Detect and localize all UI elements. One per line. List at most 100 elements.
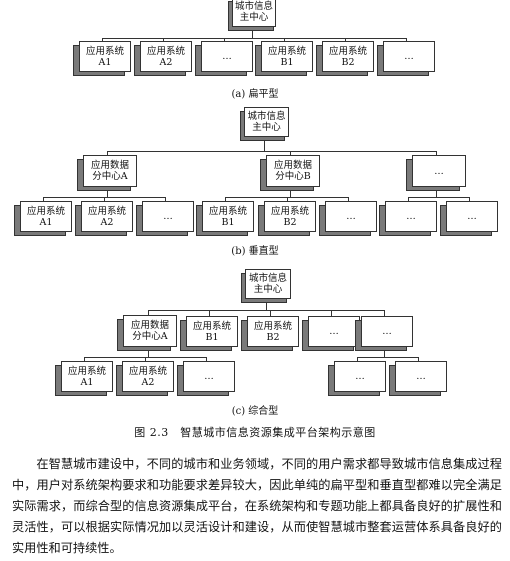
caption-hybrid: (c) 综合型	[231, 406, 279, 417]
caption-flat: (a) 扁平型	[231, 89, 279, 100]
vertical-mid-b: 应用数据 分中心B	[260, 153, 320, 191]
connector	[408, 197, 409, 204]
flat-child-ellipsis-2: …	[377, 38, 435, 76]
connector	[436, 191, 437, 198]
node-label: …	[325, 201, 377, 232]
figure-title: 图 2.3 智慧城市信息资源集成平台架构示意图	[134, 426, 376, 439]
node-label: 应用系统 B1	[202, 201, 254, 232]
node-label: 应用系统 B2	[264, 201, 316, 232]
connector	[165, 197, 166, 204]
connector	[331, 310, 332, 317]
vertical-leaf-ellipsis-3: …	[379, 198, 437, 236]
connector	[290, 151, 291, 158]
connector	[436, 151, 437, 158]
node-label: 应用系统 A2	[81, 201, 133, 232]
node-label: …	[334, 361, 386, 392]
hybrid-leaf-a2: 应用系统 A2	[116, 358, 174, 396]
node-label: 应用系统 A2	[140, 41, 192, 72]
node-label: …	[395, 361, 447, 392]
node-label: …	[361, 316, 413, 347]
hybrid-leaf-ellipsis-1: …	[177, 358, 235, 396]
node-label: 城市信息 主中心	[245, 269, 291, 299]
flat-child-b2: 应用系统 B2	[316, 38, 374, 76]
connector	[107, 151, 108, 158]
connector	[357, 357, 358, 364]
node-label: …	[308, 316, 360, 347]
connector	[84, 357, 85, 364]
architecture-diagram: 城市信息 主中心 应用系统 A1 应用系统 A2 … 应用系统 B1 应用系统 …	[14, 0, 498, 417]
vertical-leaf-ellipsis-1: …	[136, 198, 194, 236]
connector	[348, 197, 349, 204]
hybrid-leaf-a1: 应用系统 A1	[55, 358, 113, 396]
connector	[145, 357, 146, 364]
node-label: 应用数据 分中心A	[83, 155, 137, 187]
connector	[225, 197, 348, 198]
connector	[104, 197, 105, 204]
connector	[148, 310, 149, 317]
connector	[107, 151, 436, 152]
vertical-leaf-ellipsis-4: …	[440, 198, 498, 236]
node-label: …	[385, 201, 437, 232]
flat-root-node: 城市信息 主中心	[228, 0, 276, 31]
connector	[266, 303, 267, 311]
hybrid-leaf-ellipsis-2: …	[328, 358, 386, 396]
connector	[418, 357, 419, 364]
vertical-mid-ellipsis: …	[406, 153, 466, 191]
flat-child-a2: 应用系统 A2	[134, 38, 192, 76]
node-label: 应用系统 B1	[261, 41, 313, 72]
connector	[357, 357, 418, 358]
node-label: 应用系统 B2	[322, 41, 374, 72]
node-label: …	[383, 41, 435, 72]
connector	[206, 357, 207, 364]
connector	[252, 31, 253, 39]
node-label: 应用系统 A1	[20, 201, 72, 232]
node-label: 应用系统 B1	[186, 316, 238, 347]
vertical-leaf-b2: 应用系统 B2	[258, 198, 316, 236]
node-label: …	[446, 201, 498, 232]
node-label: 应用数据 分中心B	[266, 155, 320, 187]
hybrid-mid-a: 应用数据 分中心A	[117, 313, 177, 351]
node-label: 应用系统 A1	[61, 361, 113, 392]
hybrid-mid-b1: 应用系统 B1	[180, 313, 238, 351]
caption-vertical: (b) 垂直型	[231, 246, 279, 257]
vertical-root-node: 城市信息 主中心	[240, 107, 289, 141]
node-label: …	[183, 361, 235, 392]
hybrid-mid-b2: 应用系统 B2	[241, 313, 299, 351]
flat-child-ellipsis-1: …	[195, 38, 253, 76]
connector	[287, 197, 288, 204]
connector	[107, 191, 108, 198]
node-label: 应用系统 A2	[122, 361, 174, 392]
connector	[290, 191, 291, 198]
node-label: 应用系统 B2	[247, 316, 299, 347]
connector	[469, 197, 470, 204]
connector	[43, 197, 44, 204]
vertical-leaf-b1: 应用系统 B1	[196, 198, 254, 236]
hybrid-root-node: 城市信息 主中心	[241, 269, 291, 303]
vertical-leaf-ellipsis-2: …	[319, 198, 377, 236]
node-label: 应用数据 分中心A	[123, 315, 177, 347]
body-paragraph: 在智慧城市建设中，不同的城市和业务领域，不同的用户需求都导致城市信息集成过程中，…	[12, 457, 502, 555]
connector	[148, 310, 384, 311]
hybrid-leaf-ellipsis-3: …	[389, 358, 447, 396]
node-label: …	[201, 41, 253, 72]
node-label: 城市信息 主中心	[244, 107, 289, 137]
connector	[270, 310, 271, 317]
connector	[148, 351, 149, 358]
connector	[384, 310, 385, 317]
node-label: …	[412, 155, 466, 187]
connector	[408, 197, 469, 198]
connector	[209, 310, 210, 317]
hybrid-mid-ellipsis-2: …	[355, 313, 413, 351]
connector	[225, 197, 226, 204]
vertical-mid-a: 应用数据 分中心A	[77, 153, 137, 191]
vertical-leaf-a1: 应用系统 A1	[14, 198, 72, 236]
node-label: 城市信息 主中心	[232, 0, 276, 27]
connector	[264, 141, 265, 152]
connector	[384, 351, 385, 358]
flat-child-a1: 应用系统 A1	[73, 38, 131, 76]
hybrid-mid-ellipsis-1: …	[302, 313, 360, 351]
vertical-leaf-a2: 应用系统 A2	[75, 198, 133, 236]
flat-child-b1: 应用系统 B1	[255, 38, 313, 76]
node-label: 应用系统 A1	[79, 41, 131, 72]
connector	[102, 38, 406, 39]
